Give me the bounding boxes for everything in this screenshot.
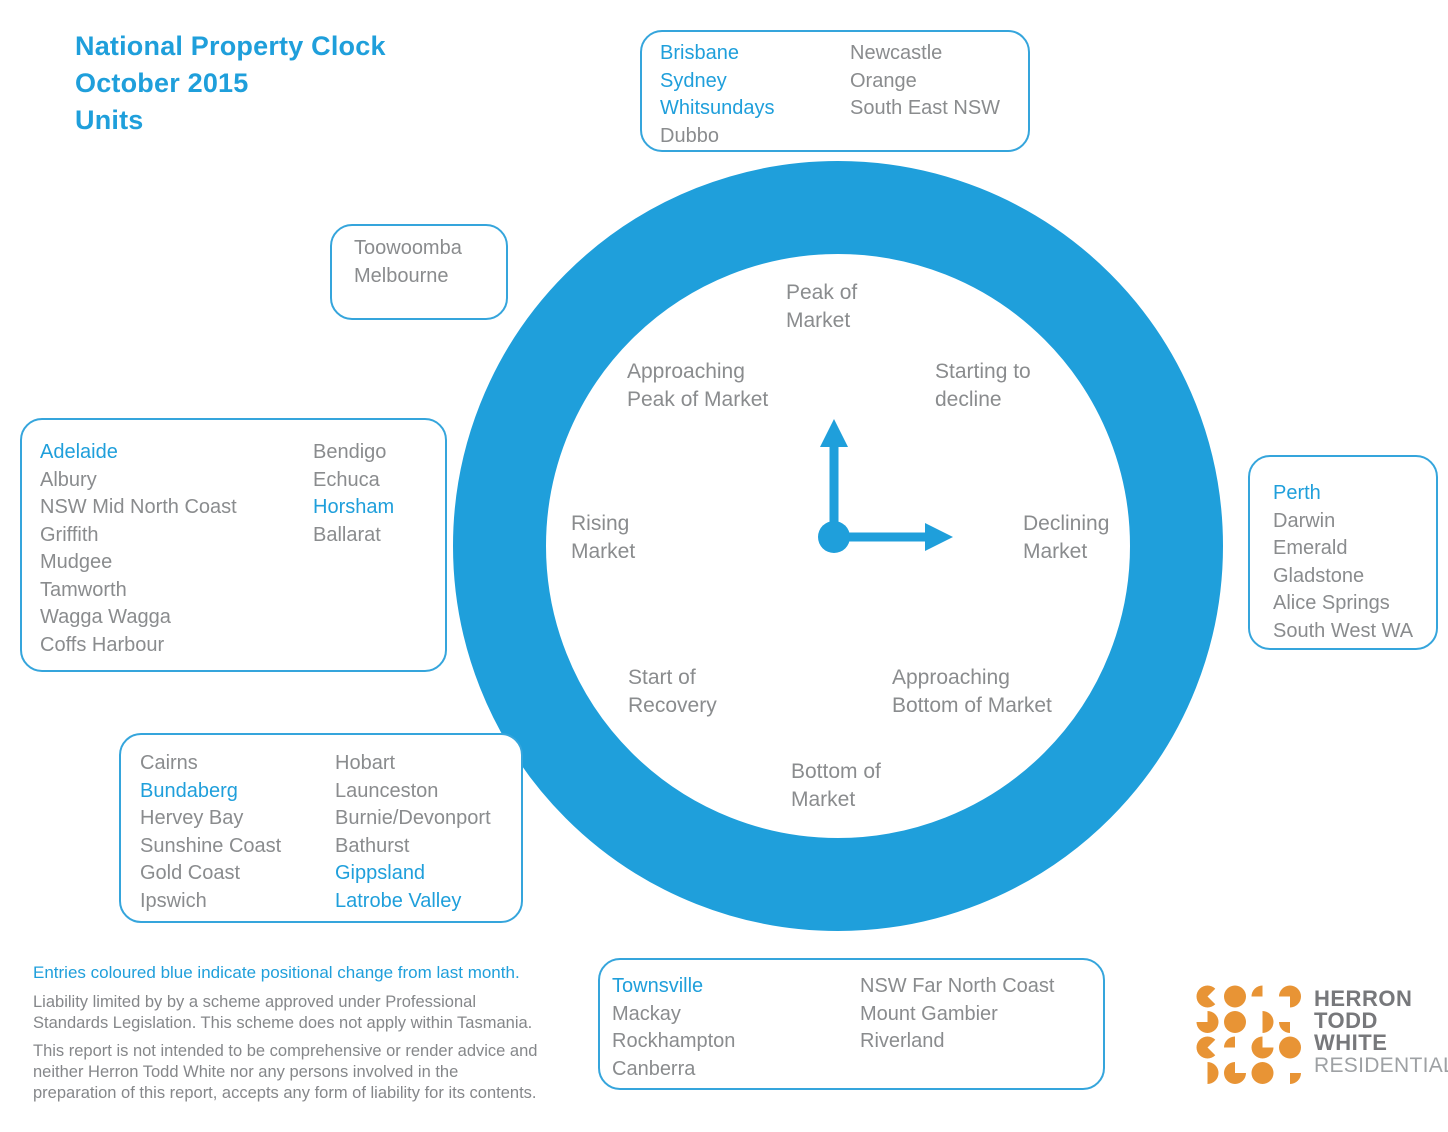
list-item: Cairns <box>140 752 198 774</box>
clock-label-approaching-peak: Approaching Peak of Market <box>627 360 769 411</box>
list-item: Emerald <box>1273 537 1348 559</box>
list-item: Mudgee <box>40 551 113 573</box>
city-box-column: Cairns Bundaberg Hervey Bay Sunshine Coa… <box>140 750 335 921</box>
list-item: Griffith <box>40 523 99 546</box>
logo-word: WHITE <box>1314 1030 1388 1055</box>
city-box-column: Bendigo Echuca Horsham Ballarat <box>313 439 394 670</box>
logo-word: TODD <box>1314 1008 1378 1033</box>
city-box-approaching-peak: Toowoomba Melbourne <box>330 224 508 320</box>
list-item: Orange <box>850 69 917 92</box>
logo-division: RESIDENTIAL <box>1314 1054 1448 1077</box>
disclaimer-paragraph: Liability limited by by a scheme approve… <box>33 993 533 1032</box>
list-item: Newcastle <box>850 42 943 64</box>
list-item: Melbourne <box>354 264 449 287</box>
list-item: Dubbo <box>660 124 719 147</box>
clock-label-bottom-of-market: Bottom of Market <box>791 760 881 811</box>
list-item: Sunshine Coast <box>140 834 282 857</box>
list-item: Ipswich <box>140 889 207 912</box>
logo-word: HERRON <box>1314 986 1413 1011</box>
list-item: Burnie/Devonport <box>335 807 491 829</box>
list-item: Hobart <box>335 752 396 774</box>
title-line-2: October 2015 <box>75 68 249 98</box>
list-item: Darwin <box>1273 509 1336 532</box>
list-item: Coffs Harbour <box>40 633 165 656</box>
city-box-peak-of-market: Brisbane Sydney Whitsundays Dubbo Newcas… <box>640 30 1030 152</box>
city-box-start-of-recovery: Townsville Mackay Rockhampton Canberra N… <box>598 958 1105 1090</box>
list-item: Alice Springs <box>1273 592 1390 614</box>
list-item: Launceston <box>335 779 439 802</box>
city-box-column: Townsville Mackay Rockhampton Canberra <box>612 973 860 1088</box>
list-item: South East NSW <box>850 97 1001 119</box>
clock-label-declining-market: Declining Market <box>1023 512 1110 563</box>
page-title: National Property Clock October 2015 Uni… <box>75 28 386 139</box>
list-item: Sydney <box>660 69 727 92</box>
list-item: Gladstone <box>1273 564 1365 587</box>
list-item: Townsville <box>612 975 704 997</box>
list-item: Bathurst <box>335 834 410 857</box>
list-item: Horsham <box>313 496 395 518</box>
list-item: Echuca <box>313 468 380 491</box>
title-line-3: Units <box>75 105 144 135</box>
herron-todd-white-logo: HERRON TODD WHITE RESIDENTIAL <box>1196 985 1448 1085</box>
city-box-column: Perth Darwin Emerald Gladstone Alice Spr… <box>1273 480 1413 648</box>
list-item: Bundaberg <box>140 779 238 802</box>
list-item: Wagga Wagga <box>40 606 171 628</box>
clock-label-start-of-recovery: Start of Recovery <box>628 666 717 717</box>
list-item: Whitsundays <box>660 97 775 119</box>
list-item: Albury <box>40 468 97 491</box>
clock-label-peak-of-market: Peak of Market <box>786 281 858 332</box>
list-item: Tamworth <box>40 578 127 601</box>
city-box-declining-market: Perth Darwin Emerald Gladstone Alice Spr… <box>1248 455 1438 650</box>
list-item: Gippsland <box>335 862 426 884</box>
list-item: Brisbane <box>660 42 739 64</box>
clock-label-starting-to-decline: Starting to decline <box>935 360 1031 411</box>
title-line-1: National Property Clock <box>75 31 386 61</box>
list-item: Perth <box>1273 482 1321 504</box>
htw-logo-mark-icon <box>1196 985 1301 1084</box>
city-box-column: Toowoomba Melbourne <box>354 235 462 318</box>
list-item: Mackay <box>612 1002 681 1025</box>
list-item: Rockhampton <box>612 1030 736 1052</box>
city-box-column: Brisbane Sydney Whitsundays Dubbo <box>660 40 850 150</box>
city-box-bottom-of-market: Cairns Bundaberg Hervey Bay Sunshine Coa… <box>119 733 523 923</box>
list-item: Bendigo <box>313 441 387 463</box>
city-box-column: Adelaide Albury NSW Mid North Coast Grif… <box>40 439 313 670</box>
city-box-column: Newcastle Orange South East NSW <box>850 40 1000 150</box>
list-item: Gold Coast <box>140 862 241 884</box>
city-box-rising-market: Adelaide Albury NSW Mid North Coast Grif… <box>20 418 447 672</box>
clock-label-rising-market: Rising Market <box>571 512 636 563</box>
disclaimer: Entries coloured blue indicate positiona… <box>33 962 585 1111</box>
legend-note: Entries coloured blue indicate positiona… <box>33 963 520 982</box>
htw-logo-text: HERRON TODD WHITE RESIDENTIAL <box>1314 985 1448 1077</box>
list-item: Riverland <box>860 1030 945 1052</box>
list-item: Adelaide <box>40 441 118 463</box>
list-item: Ballarat <box>313 523 381 546</box>
clock-label-approaching-bottom: Approaching Bottom of Market <box>892 666 1052 717</box>
city-box-column: NSW Far North Coast Mount Gambier Riverl… <box>860 973 1054 1088</box>
list-item: South West WA <box>1273 619 1414 642</box>
list-item: Mount Gambier <box>860 1002 998 1025</box>
list-item: NSW Far North Coast <box>860 975 1055 997</box>
list-item: Latrobe Valley <box>335 889 462 912</box>
disclaimer-paragraph: This report is not intended to be compre… <box>33 1042 538 1102</box>
list-item: NSW Mid North Coast <box>40 496 237 518</box>
city-box-column: Hobart Launceston Burnie/Devonport Bathu… <box>335 750 491 921</box>
list-item: Hervey Bay <box>140 807 244 829</box>
list-item: Toowoomba <box>354 237 462 259</box>
list-item: Canberra <box>612 1057 696 1080</box>
